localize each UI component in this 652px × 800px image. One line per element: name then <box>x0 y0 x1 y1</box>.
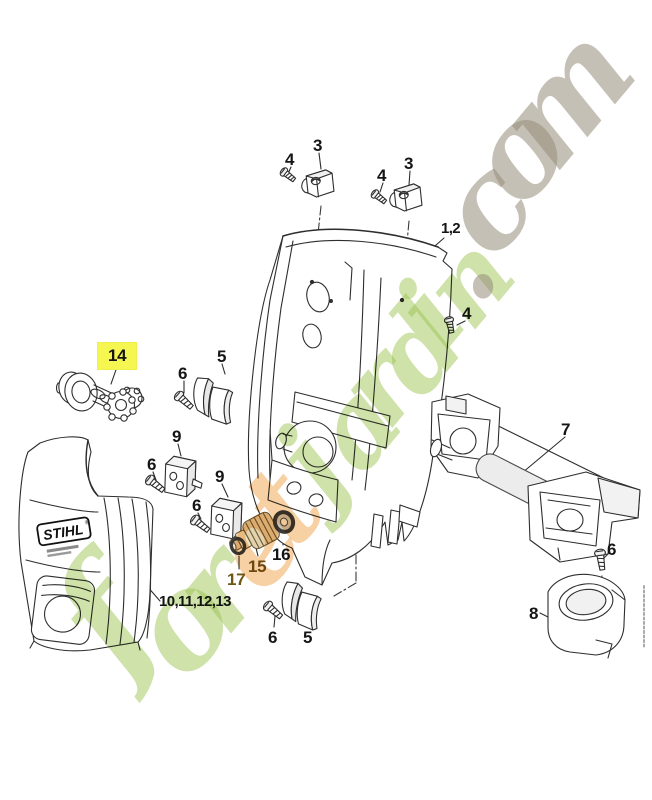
part-label-4-side[interactable]: 4 <box>462 304 472 323</box>
part-label-5-left[interactable]: 5 <box>217 347 227 366</box>
front-cover-10-13: STIHL ® <box>18 436 154 652</box>
pump-assembly-14 <box>55 371 145 422</box>
stihl-logo: STIHL ® <box>36 516 92 558</box>
part-label-16[interactable]: 16 <box>272 545 291 564</box>
clip-5-left <box>191 377 235 425</box>
handle-7 <box>429 393 641 563</box>
washer-16 <box>272 510 296 534</box>
stihl-logo-text: STIHL <box>42 521 84 543</box>
part-label-15[interactable]: 15 <box>248 557 267 576</box>
foot-8 <box>547 573 626 659</box>
coupling-15 <box>229 511 280 551</box>
clip-3-right <box>387 182 424 214</box>
screw-6-bottom <box>261 598 286 622</box>
part-label-6-block-a[interactable]: 6 <box>147 455 157 474</box>
part-label-3-top-right[interactable]: 3 <box>404 154 414 173</box>
screw-6-right <box>593 547 609 572</box>
part-label-17[interactable]: 17 <box>227 570 246 589</box>
screw-4-right <box>369 187 389 207</box>
clip-5-bottom <box>277 581 324 632</box>
part-label-9-upper[interactable]: 9 <box>172 427 182 446</box>
stihl-registered-mark: ® <box>84 519 90 527</box>
part-label-6-right[interactable]: 6 <box>607 540 617 559</box>
part-label-14[interactable]: 14 <box>98 343 137 369</box>
part-label-5-bottom[interactable]: 5 <box>303 628 313 647</box>
part-label-4-top-left[interactable]: 4 <box>285 150 295 169</box>
part-label-1-2[interactable]: 1,2 <box>441 220 461 237</box>
part-label-4-top-right[interactable]: 4 <box>377 166 387 185</box>
part-label-9-lower[interactable]: 9 <box>215 467 225 486</box>
housing-1-2 <box>247 228 453 586</box>
part-label-6-left[interactable]: 6 <box>178 364 188 383</box>
clip-3-left <box>299 168 336 200</box>
part-label-7[interactable]: 7 <box>561 420 571 439</box>
part-label-6-bottom[interactable]: 6 <box>268 628 278 647</box>
part-label-cover[interactable]: 10,11,12,13 <box>159 593 231 610</box>
o-ring-17 <box>229 536 247 556</box>
part-label-6-block-b[interactable]: 6 <box>192 496 202 515</box>
part-label-8[interactable]: 8 <box>529 604 539 623</box>
block-9-upper <box>164 455 203 498</box>
part-label-3-top-left[interactable]: 3 <box>313 136 323 155</box>
